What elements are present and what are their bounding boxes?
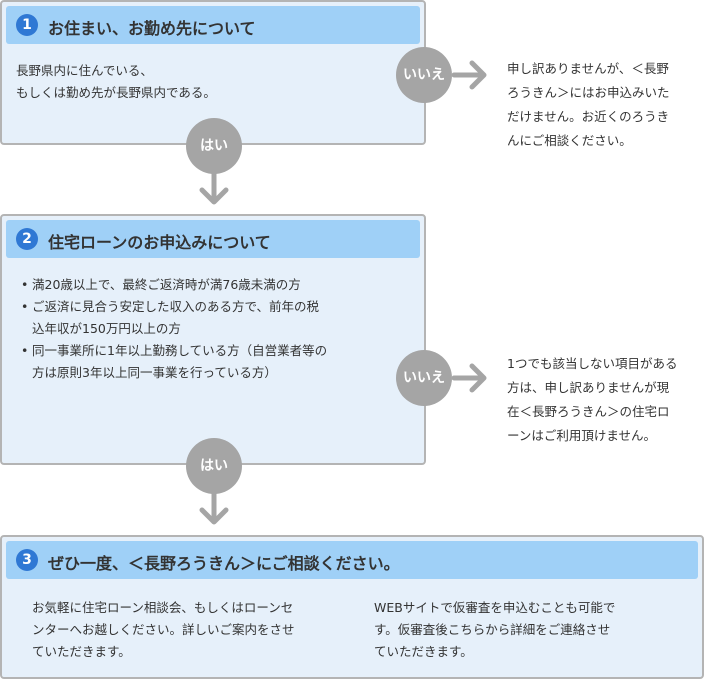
step1-body-line: もしくは勤め先が長野県内である。 <box>16 85 216 100</box>
step3-left-text-line: ていただきます。 <box>32 644 131 659</box>
step1-no-text-line: だけません。お近くのろうき <box>507 109 670 124</box>
step2-header: 2 住宅ローンのお申込みについて <box>6 220 420 258</box>
step3-right-text: WEBサイトで仮審査を申込むことも可能で す。仮審査後こちらから詳細をご連絡させ… <box>374 597 615 663</box>
step1-box: 1 お住まい、お勤め先について 長野県内に住んでいる、 もしくは勤め先が長野県内… <box>0 0 426 145</box>
step2-yes-arrow-icon <box>199 492 229 525</box>
step1-no-text-line: 申し訳ありませんが、＜長野 <box>507 61 669 76</box>
step2-title: 住宅ローンのお申込みについて <box>48 233 271 252</box>
step1-header: 1 お住まい、お勤め先について <box>6 6 420 44</box>
step2-condition-line: ご返済に見合う安定した収入のある方で、前年の税 <box>32 299 320 314</box>
step3-header: 3 ぜひ一度、＜長野ろうきん＞にご相談ください。 <box>6 541 698 579</box>
step2-condition-line: 方は原則3年以上同一事業を行っている方） <box>32 365 277 380</box>
step1-yes-arrow-icon <box>199 172 229 205</box>
step1-no-text-line: ろうきん＞にはお申込みいた <box>507 85 670 100</box>
step1-number-badge: 1 <box>16 14 38 36</box>
step3-right-text-line: ていただきます。 <box>374 644 473 659</box>
step2-condition-line: 同一事業所に1年以上勤務している方（自営業者等の <box>32 343 328 358</box>
step2-no-text-line: ーンはご利用頂けません。 <box>507 428 657 443</box>
step1-no-text: 申し訳ありませんが、＜長野 ろうきん＞にはお申込みいた だけません。お近くのろう… <box>507 57 670 153</box>
step2-no-text-line: 1つでも該当しない項目がある <box>507 356 678 371</box>
step2-condition-item: 同一事業所に1年以上勤務している方（自営業者等の 方は原則3年以上同一事業を行っ… <box>18 340 327 384</box>
step3-number-badge: 3 <box>16 549 38 571</box>
step2-conditions-list: 満20歳以上で、最終ご返済時が満76歳未満の方 ご返済に見合う安定した収入のある… <box>18 274 327 384</box>
step3-left-text: お気軽に住宅ローン相談会、もしくはローンセ ンターへお越しください。詳しいご案内… <box>32 597 295 663</box>
step2-condition-line: 満20歳以上で、最終ご返済時が満76歳未満の方 <box>32 277 301 292</box>
step3-right-text-line: WEBサイトで仮審査を申込むことも可能で <box>374 600 616 615</box>
step2-no-arrow-icon <box>452 363 487 393</box>
step2-yes-circle: はい <box>186 438 242 494</box>
step1-no-text-line: んにご相談ください。 <box>507 133 632 148</box>
step2-condition-item: 満20歳以上で、最終ご返済時が満76歳未満の方 <box>18 274 327 296</box>
step1-no-arrow-icon <box>452 60 487 90</box>
step2-no-text-line: 在＜長野ろうきん＞の住宅ロ <box>507 404 670 419</box>
step1-yes-circle: はい <box>186 118 242 174</box>
step2-condition-item: ご返済に見合う安定した収入のある方で、前年の税 込年収が150万円以上の方 <box>18 296 327 340</box>
step2-box: 2 住宅ローンのお申込みについて 満20歳以上で、最終ご返済時が満76歳未満の方… <box>0 214 426 465</box>
step3-left-text-line: ンターへお越しください。詳しいご案内をさせ <box>32 622 295 637</box>
step1-body: 長野県内に住んでいる、 もしくは勤め先が長野県内である。 <box>16 60 216 104</box>
step2-no-text: 1つでも該当しない項目がある 方は、申し訳ありませんが現 在＜長野ろうきん＞の住… <box>507 352 677 448</box>
step3-box: 3 ぜひ一度、＜長野ろうきん＞にご相談ください。 お気軽に住宅ローン相談会、もし… <box>0 535 704 679</box>
step3-title: ぜひ一度、＜長野ろうきん＞にご相談ください。 <box>48 554 400 573</box>
step3-right-text-line: す。仮審査後こちらから詳細をご連絡させ <box>374 622 611 637</box>
step1-body-line: 長野県内に住んでいる、 <box>16 63 153 78</box>
step1-title: お住まい、お勤め先について <box>48 19 256 38</box>
step2-no-circle: いいえ <box>396 350 452 406</box>
step1-no-circle: いいえ <box>396 47 452 103</box>
step2-condition-line: 込年収が150万円以上の方 <box>32 321 181 336</box>
step2-no-text-line: 方は、申し訳ありませんが現 <box>507 380 670 395</box>
step2-number-badge: 2 <box>16 228 38 250</box>
step3-left-text-line: お気軽に住宅ローン相談会、もしくはローンセ <box>32 600 294 615</box>
